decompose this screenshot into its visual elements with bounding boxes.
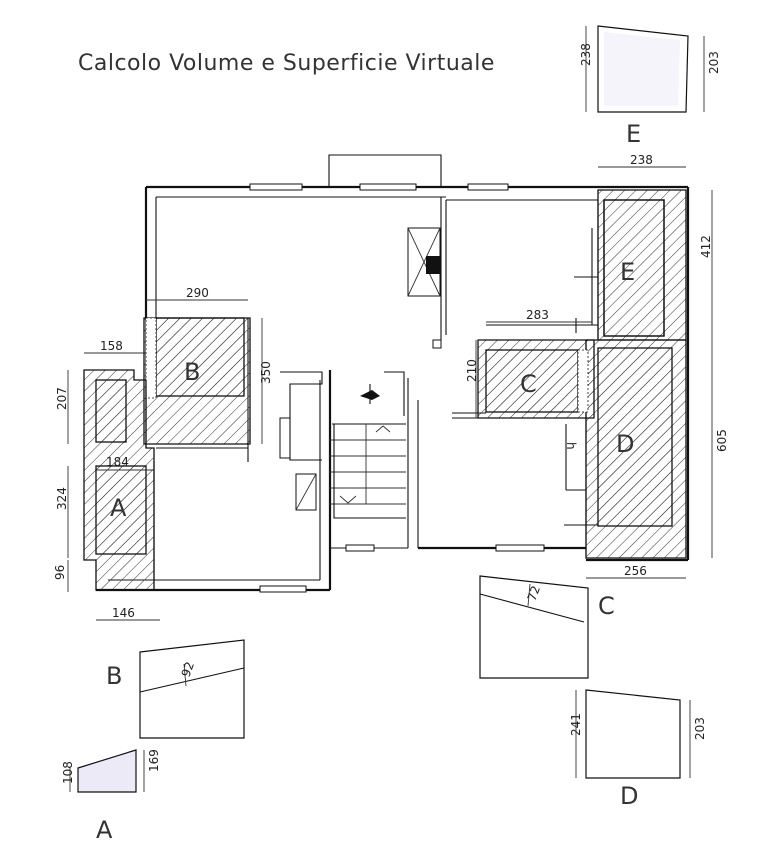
- dim-a-top: 158: [100, 339, 123, 353]
- dim-b-detail: 92: [179, 660, 197, 679]
- dim-e-top: 238: [630, 153, 653, 167]
- dim-d-left: 241: [569, 713, 583, 736]
- dim-b-height: 350: [259, 361, 273, 384]
- dim-e-left-detail: 238: [579, 43, 593, 66]
- stair-block: h: [279, 371, 578, 519]
- dim-a-left-top: 207: [55, 387, 69, 410]
- zone-b-label: B: [184, 358, 200, 386]
- zone-b: B: [143, 317, 251, 445]
- dim-a-mid: 184: [106, 455, 129, 469]
- dim-b-top: 290: [186, 286, 209, 300]
- detail-d-label: D: [620, 782, 638, 810]
- dim-a-right-detail: 169: [147, 749, 161, 772]
- dim-a-left-detail: 108: [61, 761, 75, 784]
- zone-d-label: D: [616, 430, 634, 458]
- zone-e: E: [597, 189, 687, 341]
- dim-e-right: 412: [699, 235, 713, 258]
- detail-b-label: B: [106, 662, 122, 690]
- zone-a-label: A: [110, 494, 127, 522]
- stair-mark: h: [564, 442, 578, 450]
- dim-d-right: 605: [715, 429, 729, 452]
- detail-e-label: E: [626, 120, 641, 148]
- detail-c-label: C: [598, 592, 615, 620]
- detail-d: 241 203 D: [569, 689, 707, 810]
- dim-a-left-mid: 324: [55, 487, 69, 510]
- dim-e-right-detail: 203: [707, 51, 721, 74]
- zone-d: D: [585, 339, 687, 559]
- dim-d-right-detail: 203: [693, 717, 707, 740]
- detail-a: 108 169 A: [61, 749, 161, 844]
- dim-a-left-bottom: 96: [53, 565, 67, 580]
- zone-c: C: [477, 339, 595, 419]
- drawing-title: Calcolo Volume e Superficie Virtuale: [78, 51, 495, 76]
- dim-c-detail: 72: [525, 584, 543, 603]
- dim-d-bottom: 256: [624, 564, 647, 578]
- zone-e-label: E: [620, 258, 635, 286]
- detail-b: 92 B: [106, 639, 245, 739]
- detail-a-label: A: [96, 816, 113, 844]
- detail-c: 72 C: [479, 575, 615, 679]
- dimensions: 238 412 290 350 158 207 184 324 96 146 2…: [53, 153, 729, 621]
- zone-c-label: C: [520, 370, 537, 398]
- dim-c-top: 283: [526, 308, 549, 322]
- dim-a-bottom: 146: [112, 606, 135, 620]
- zone-a: A: [83, 369, 155, 591]
- dim-c-left: 210: [465, 359, 479, 382]
- detail-e: 238 203 E: [579, 25, 721, 148]
